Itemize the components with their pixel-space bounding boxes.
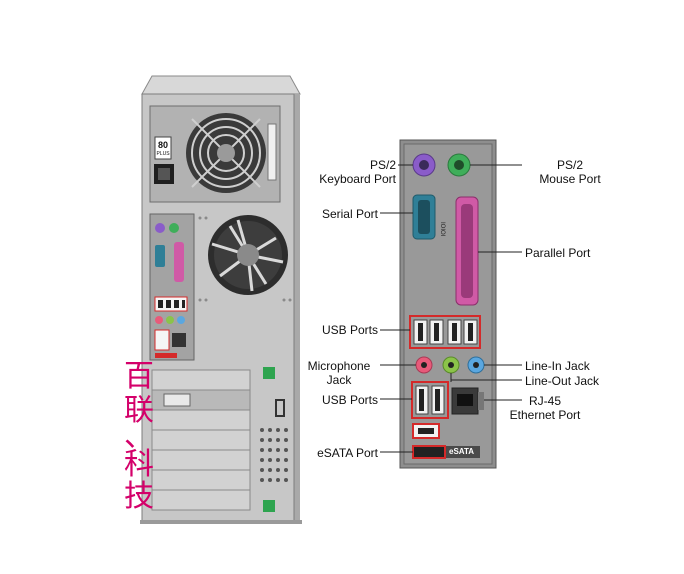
label-ps2-keyboard: PS/2 Keyboard Port	[319, 158, 396, 186]
serial-port: IOIOI	[412, 194, 445, 240]
padlock-loop	[275, 399, 285, 417]
expansion-slots	[151, 369, 251, 511]
line-out-jack	[442, 356, 460, 374]
label-serial-port: Serial Port	[321, 207, 378, 221]
thumbscrew-bottom	[263, 500, 275, 512]
line-in-jack	[467, 356, 485, 374]
label-parallel-port: Parallel Port	[525, 246, 591, 260]
watermark-char-4: 科	[124, 447, 154, 482]
watermark-char-3: 、	[124, 419, 154, 454]
watermark-char-1: 百	[124, 359, 154, 394]
usb-upper-highlight	[409, 315, 481, 349]
label-microphone-jack: Microphone Jack	[307, 359, 371, 387]
parallel-port	[455, 196, 479, 306]
tower-top-bevel	[141, 75, 301, 95]
case-fan	[208, 215, 288, 295]
usb-lower-highlight	[411, 381, 449, 419]
label-usb-ports-lower: USB Ports	[321, 393, 378, 407]
watermark-char-2: 联	[124, 393, 154, 428]
80-plus-number: 80	[157, 140, 168, 150]
label-usb-ports-upper: USB Ports	[321, 323, 378, 337]
esata-tag: eSATA	[449, 447, 475, 456]
thumbscrew-top	[263, 367, 275, 379]
bottom-vent-grid	[260, 428, 288, 482]
psu-fan-grill	[186, 113, 266, 193]
vent-holes	[198, 216, 292, 302]
label-rj45-ethernet: RJ-45 Ethernet Port	[509, 394, 581, 422]
leader-lines	[380, 164, 522, 453]
label-ps2-mouse: PS/2 Mouse Port	[539, 158, 601, 186]
80-plus-text: PLUS	[156, 151, 170, 157]
ps2-keyboard-port	[412, 153, 436, 177]
microphone-jack	[415, 356, 433, 374]
label-esata-port: eSATA Port	[317, 446, 378, 460]
label-line-in-jack: Line-In Jack	[525, 359, 590, 373]
svg-text:IOIOI: IOIOI	[439, 222, 445, 237]
label-line-out-jack: Line-Out Jack	[525, 374, 600, 388]
watermark-char-5: 技	[124, 479, 154, 514]
ps2-mouse-port	[447, 153, 471, 177]
rj45-port	[451, 387, 484, 415]
esata-port	[412, 445, 480, 459]
80-plus-badge	[154, 136, 172, 160]
